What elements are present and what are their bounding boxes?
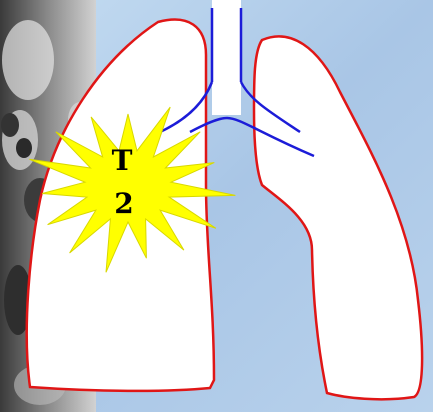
tumor-label-line2: 2 — [114, 187, 133, 220]
trachea — [212, 0, 241, 115]
tumor-label-line1: T — [112, 144, 133, 177]
